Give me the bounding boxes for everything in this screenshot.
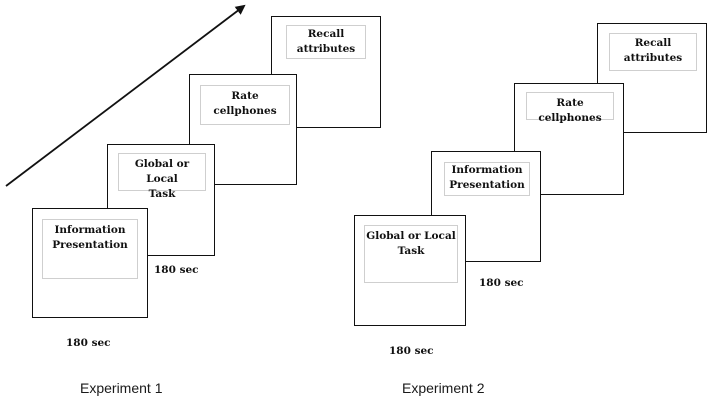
exp2-step1-box <box>364 225 458 283</box>
exp1-step1-label: Information Presentation <box>52 224 128 251</box>
exp1-step3-label: Rate cellphones <box>213 90 277 117</box>
exp1-step2-card: Global or Local Task <box>107 144 215 256</box>
exp1-time-label-1: 180 sec <box>66 337 111 349</box>
exp2-step1-label: Global or Local Task <box>366 230 456 257</box>
exp2-step2-label: Information Presentation <box>449 164 525 191</box>
exp1-step1-box <box>42 219 138 279</box>
exp1-step2-box <box>118 153 206 191</box>
exp2-step3-label: Rate cellphones <box>538 97 602 124</box>
exp2-step3-box <box>526 92 614 120</box>
exp2-step1-card: Global or Local Task <box>354 215 466 326</box>
exp1-time-label-2: 180 sec <box>154 264 199 276</box>
exp2-step4-label: Recall attributes <box>623 37 683 64</box>
exp2-time-label-1: 180 sec <box>389 345 434 357</box>
exp2-time-label-2: 180 sec <box>479 277 524 289</box>
exp1-step1-card: Information Presentation <box>32 208 148 318</box>
exp1-step3-box <box>200 85 290 125</box>
exp1-step4-card: Recall attributes <box>271 16 381 128</box>
exp1-title: Experiment 1 <box>80 380 163 396</box>
exp2-step4-box <box>609 33 697 71</box>
exp2-step2-box <box>444 162 530 196</box>
exp2-title: Experiment 2 <box>402 380 485 396</box>
exp1-step4-label: Recall attributes <box>296 28 356 55</box>
exp1-step4-box <box>286 25 366 59</box>
exp1-step2-label: Global or Local Task <box>134 158 190 200</box>
